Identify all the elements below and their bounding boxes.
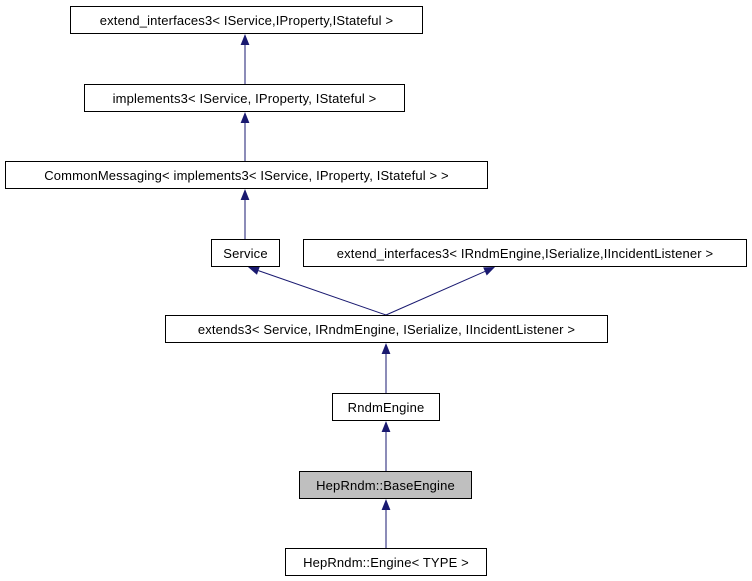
- class-node-label: extend_interfaces3< IRndmEngine,ISeriali…: [336, 245, 714, 261]
- class-node-label: RndmEngine: [347, 399, 425, 415]
- class-node-common-messaging[interactable]: CommonMessaging< implements3< IService, …: [5, 161, 488, 189]
- inheritance-arrowhead: [240, 112, 250, 123]
- class-node-rndm-engine[interactable]: RndmEngine: [332, 393, 440, 421]
- class-node-service[interactable]: Service: [211, 239, 280, 267]
- class-node-hep-rndm-engine-type[interactable]: HepRndm::Engine< TYPE >: [285, 548, 487, 576]
- inheritance-edge-line: [385, 270, 486, 316]
- class-node-label: implements3< IService, IProperty, IState…: [112, 90, 377, 106]
- class-node-extends3-service-rndm[interactable]: extends3< Service, IRndmEngine, ISeriali…: [165, 315, 608, 343]
- inheritance-arrowhead: [381, 499, 391, 510]
- class-node-extend-interfaces3-rndm[interactable]: extend_interfaces3< IRndmEngine,ISeriali…: [303, 239, 747, 267]
- inheritance-arrowhead: [240, 189, 250, 200]
- class-node-label: extends3< Service, IRndmEngine, ISeriali…: [197, 321, 576, 337]
- class-node-label: Service: [223, 245, 268, 261]
- class-node-label: HepRndm::Engine< TYPE >: [303, 554, 469, 570]
- inheritance-arrowhead: [248, 266, 260, 275]
- class-node-extend-interfaces3-service[interactable]: extend_interfaces3< IService,IProperty,I…: [70, 6, 423, 34]
- inheritance-arrowhead: [381, 421, 391, 432]
- class-node-hep-rndm-base-engine[interactable]: HepRndm::BaseEngine: [299, 471, 472, 499]
- class-node-label: HepRndm::BaseEngine: [316, 477, 455, 493]
- inheritance-arrowhead: [240, 34, 250, 45]
- class-node-implements3-service[interactable]: implements3< IService, IProperty, IState…: [84, 84, 405, 112]
- inheritance-arrowhead: [381, 343, 391, 354]
- class-node-label: extend_interfaces3< IService,IProperty,I…: [99, 12, 394, 28]
- inheritance-edge-line: [258, 270, 387, 316]
- class-node-label: CommonMessaging< implements3< IService, …: [44, 167, 449, 183]
- inheritance-arrowhead: [483, 267, 495, 276]
